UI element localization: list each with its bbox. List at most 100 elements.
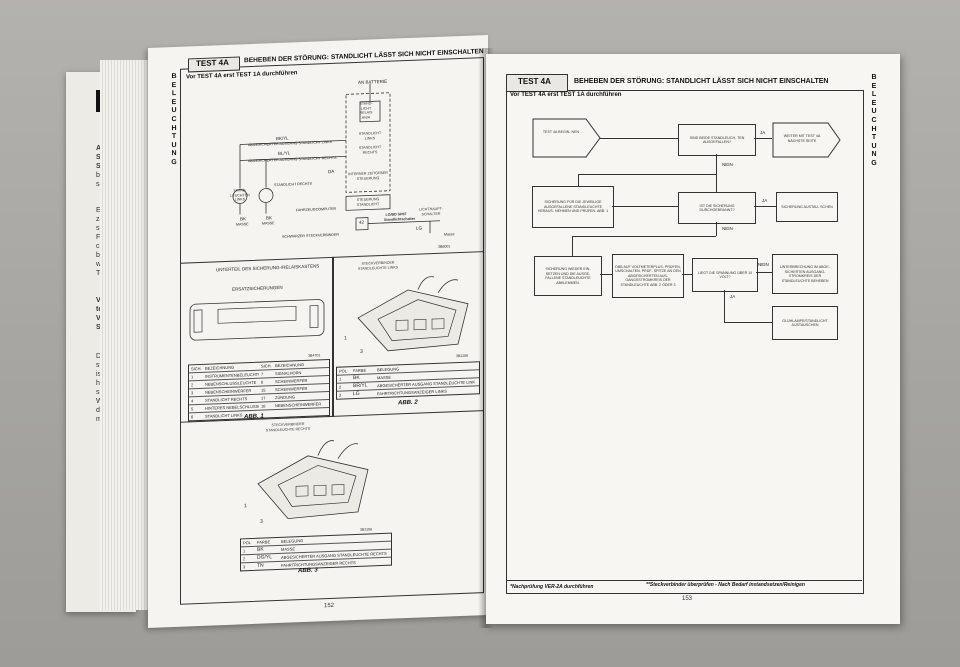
- test-label-box: [506, 74, 568, 92]
- wire-label: BK/YL: [276, 135, 289, 142]
- table-cell: 17: [261, 395, 266, 401]
- table-cell: BK: [257, 546, 264, 553]
- flow-connector: [572, 236, 573, 256]
- side-letter: T: [171, 133, 177, 141]
- flow-q3-box: LIEGT DIE SPANNUNG ÜBER 10 VOLT?: [692, 258, 758, 292]
- connector-drawing: [257, 440, 369, 520]
- left-page: TEST 4A BEHEBEN DER STÖRUNG: STANDLICHT …: [148, 34, 488, 628]
- fig-code: 3B1106: [360, 527, 373, 532]
- fig3-table: POL FARBE BELEGUNG 1 BK MASSE 2 DG/YL AB…: [240, 532, 392, 572]
- side-letter: B: [171, 72, 177, 81]
- side-letter: L: [171, 90, 177, 98]
- wire-label: DA: [328, 168, 335, 175]
- fig3-caption: ABB. 3: [298, 567, 318, 575]
- fig-code: 3B6001: [438, 244, 451, 249]
- pin-marker: 3: [360, 348, 363, 355]
- table-cell: DG/YL: [257, 554, 273, 561]
- flow-no-label: NEIN: [722, 162, 733, 167]
- table-cell: POL: [339, 368, 348, 374]
- flow-step2: SICHERUNG WIEDER EIN- SETZEN UND DIE AUS…: [545, 267, 591, 285]
- side-letter: E: [871, 99, 877, 107]
- table-cell: 3: [243, 564, 246, 570]
- side-letter: U: [871, 142, 877, 150]
- side-letter: U: [171, 141, 177, 149]
- fig2-table: POL FARBE BELEGUNG 1 BK MASSE 2 BR/YL AB…: [336, 361, 480, 400]
- wire-note: MASSE: [236, 222, 249, 227]
- flow-q1-yes-box: WEITER MIT TEST 4A NÄCHSTE SEITE: [783, 134, 821, 143]
- under-text-line: ist: [96, 370, 103, 379]
- flow-start: TEST 4A BEGIN- NEN: [542, 130, 580, 134]
- table-cell: POL: [243, 540, 252, 546]
- table-cell: BK: [353, 374, 360, 382]
- fig-code: 3B1106: [456, 353, 469, 359]
- side-letter: T: [871, 134, 877, 142]
- table-cell: 15: [261, 387, 266, 393]
- flow-q2-yes: SICHERUNG AUSTAU- SCHEN: [781, 204, 833, 209]
- table-cell: 2: [191, 382, 194, 388]
- page-number: 153: [682, 596, 693, 602]
- side-letter: B: [871, 74, 877, 81]
- flow-q2-yes-box: SICHERUNG AUSTAU- SCHEN: [776, 192, 838, 222]
- standlicht-links-label: STANDLICHT LINKS: [358, 131, 382, 141]
- side-letter: U: [171, 107, 177, 115]
- relay-id: 42: [359, 219, 365, 225]
- flow-connector: [600, 138, 678, 139]
- wire-label: BK: [240, 216, 247, 222]
- flow-step1-box: SICHERUNG FÜR DIE JEWEILIGE AUSGEFALLENE…: [532, 186, 614, 228]
- connector-label: LG/BD SP87 Standlichtschalter: [384, 212, 416, 222]
- wire-label: LG: [416, 225, 423, 231]
- footer-note-left: *Nachprüfung VER-2A durchführen: [510, 584, 594, 590]
- wiring-lines: [232, 83, 440, 234]
- flow-connector: [724, 322, 772, 323]
- side-letter: N: [171, 150, 177, 158]
- flow-q2-box: IST DIE SICHERUNG DURCHGEBRANNT?: [678, 192, 756, 224]
- side-letter: U: [871, 108, 877, 116]
- flow-step3: DBB AUF VOLTMETERPLUS- PRÜFEN, UMSCHALTE…: [615, 264, 681, 287]
- table-cell: 6: [191, 414, 194, 420]
- pin-marker: 3: [260, 518, 263, 525]
- flow-q2: IST DIE SICHERUNG DURCHGEBRANNT?: [699, 203, 735, 213]
- wire-note: LICHTHAUPT- SCHALTER: [419, 206, 443, 216]
- table-cell: SICH.: [191, 365, 202, 372]
- fig1-caption: ABB. 1: [244, 413, 264, 421]
- flow-connector: [578, 174, 716, 175]
- side-letter: E: [171, 81, 177, 89]
- wire-note: Masse: [444, 232, 455, 237]
- footer-note-right: **Steckverbinder überprüfen - Nach Bedar…: [646, 582, 805, 588]
- flow-no-label: NEIN: [722, 226, 733, 231]
- flow-connector: [754, 206, 776, 207]
- table-cell: 4: [191, 398, 194, 404]
- connector-drawing: [357, 276, 469, 352]
- side-letter: C: [871, 116, 877, 124]
- table-cell: TN: [257, 562, 264, 569]
- table-cell: LG: [353, 390, 360, 398]
- flow-q1: SIND BEIDE STANDLEUCH- TEN AUSGEFALLEN?: [689, 135, 745, 145]
- side-letter: E: [171, 98, 177, 106]
- flow-connector: [578, 174, 579, 186]
- table-cell: 2: [339, 384, 342, 390]
- start-arrow-shape: [532, 118, 601, 158]
- table-cell: SICH.: [261, 363, 272, 369]
- flow-connector: [756, 272, 772, 273]
- table-cell: 8: [261, 379, 264, 385]
- side-letter: G: [171, 158, 177, 167]
- table-cell: [273, 408, 329, 417]
- table-cell: 3: [339, 392, 342, 398]
- footer-divider: [506, 580, 862, 581]
- wire-note: MASSE: [262, 221, 275, 226]
- flow-step3-box: DBB AUF VOLTMETERPLUS- PRÜFEN, UMSCHALTE…: [612, 254, 684, 298]
- flow-connector: [572, 236, 716, 237]
- fuse-box-drawing: [189, 299, 325, 341]
- fig-code: 3B4701: [308, 353, 321, 358]
- fig1-table: SICH. BEZEICHNUNG SICH. BEZEICHNUNG 1 IN…: [188, 359, 330, 422]
- side-letter: H: [171, 124, 177, 132]
- side-label: B E L E U C H T U N G: [170, 73, 178, 168]
- side-letter: L: [871, 91, 877, 99]
- flow-connector: [612, 206, 678, 207]
- side-letter: C: [171, 115, 177, 124]
- flow-connector: [600, 274, 612, 275]
- flow-connector: [716, 222, 717, 236]
- flow-step2-box: SICHERUNG WIEDER EIN- SETZEN UND DIE AUS…: [534, 256, 602, 296]
- wire-note: STAND- LEUCHTEN LINKS: [230, 188, 250, 202]
